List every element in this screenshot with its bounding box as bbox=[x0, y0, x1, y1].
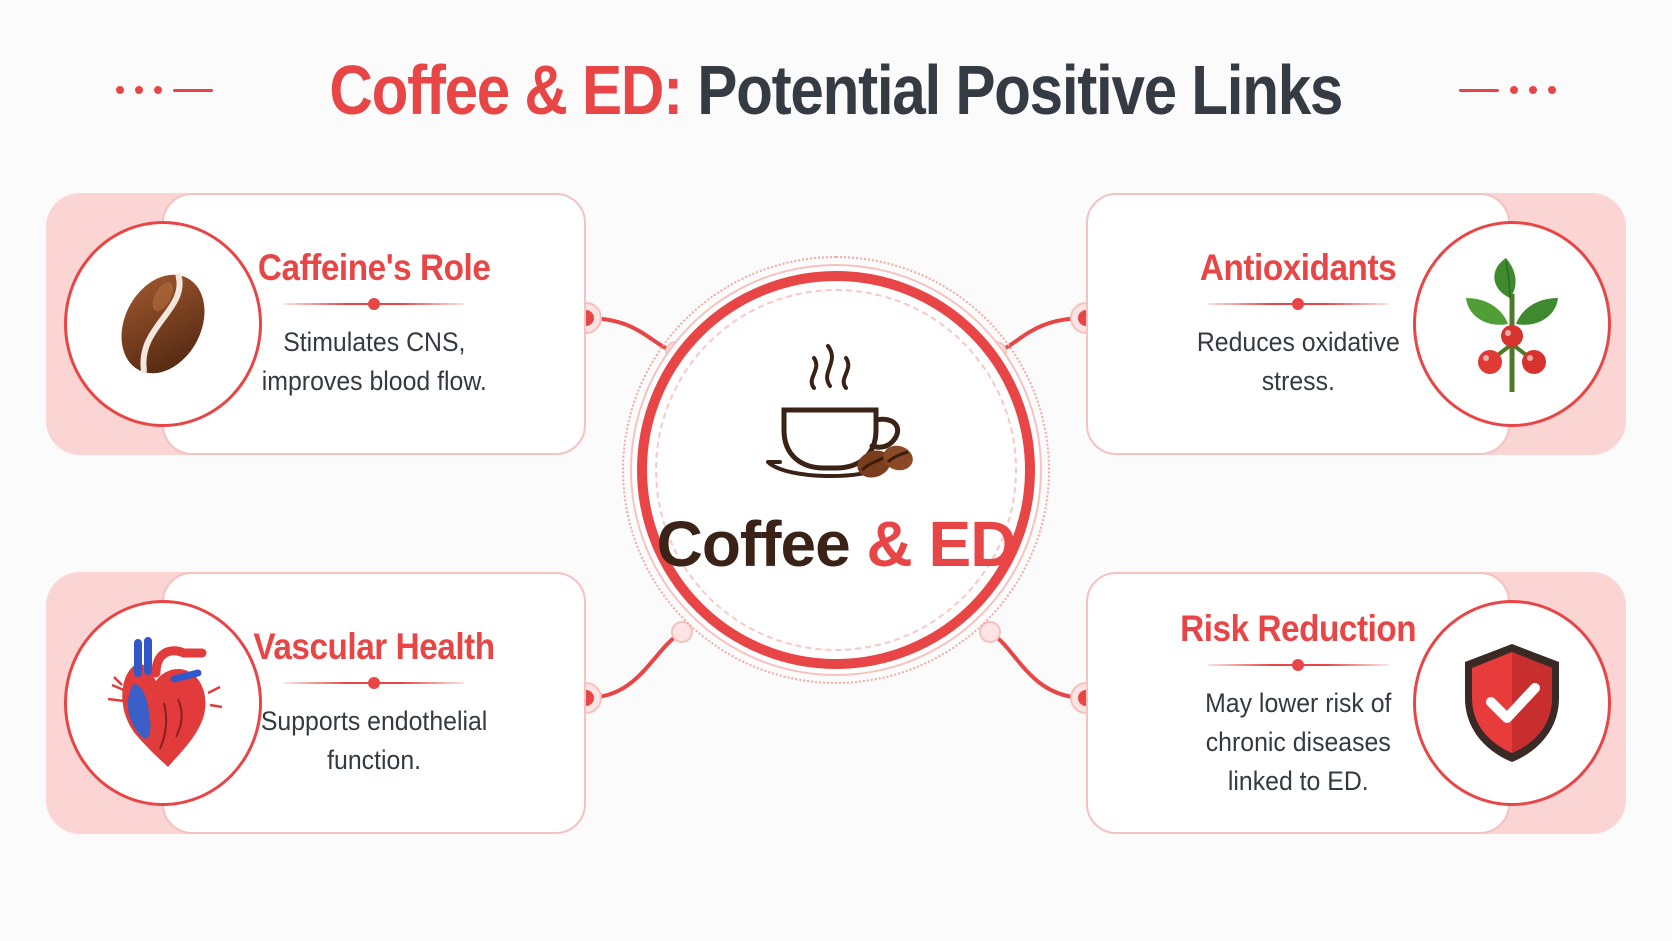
coffee-bean-icon bbox=[121, 272, 205, 374]
title-highlight: Coffee & ED: bbox=[329, 51, 684, 129]
card-risk: Risk Reduction May lower risk of chronic… bbox=[1086, 572, 1626, 834]
card-description: May lower risk of chronic diseases linke… bbox=[1205, 684, 1391, 801]
connector-risk bbox=[988, 630, 1088, 700]
connector-vascular bbox=[584, 630, 684, 700]
shield-check-icon bbox=[1465, 644, 1559, 762]
card-text-line: function. bbox=[327, 745, 421, 775]
title-decoration-left bbox=[116, 86, 214, 94]
coffee-cup-icon bbox=[766, 344, 913, 478]
card-divider bbox=[1208, 297, 1388, 311]
card-heading: Antioxidants bbox=[1199, 247, 1397, 288]
card-description: Reduces oxidative stress. bbox=[1196, 323, 1399, 401]
card-text-line: Reduces oxidative bbox=[1196, 327, 1400, 357]
icon-circle bbox=[64, 221, 262, 427]
card-heading: Caffeine's Role bbox=[257, 247, 491, 288]
card-text-line: linked to ED. bbox=[1227, 766, 1369, 796]
card-antioxidants: Antioxidants Reduces oxidative stress. bbox=[1086, 193, 1626, 455]
card-description: Supports endothelial function. bbox=[261, 702, 487, 780]
hub-outer-dotted-ring bbox=[622, 256, 1050, 684]
card-divider bbox=[284, 297, 464, 311]
card-text-line: improves blood flow. bbox=[261, 366, 487, 396]
icon-circle bbox=[1413, 600, 1611, 806]
icon-circle bbox=[1413, 221, 1611, 427]
card-heading: Risk Reduction bbox=[1179, 608, 1417, 649]
title-rest: Potential Positive Links bbox=[697, 51, 1344, 129]
hub-joint-br bbox=[979, 621, 1001, 643]
card-text-line: May lower risk of bbox=[1204, 688, 1392, 718]
card-text-line: Stimulates CNS, bbox=[282, 327, 466, 357]
card-divider bbox=[284, 676, 464, 690]
heart-icon bbox=[107, 637, 223, 767]
card-text-line: chronic diseases bbox=[1205, 727, 1391, 757]
icon-circle bbox=[64, 600, 262, 806]
hub-inner-ring bbox=[655, 289, 1017, 651]
title-row: Coffee & ED: Potential Positive Links bbox=[0, 45, 1672, 135]
hub-label-ed: & ED bbox=[866, 508, 1017, 580]
hub-joint-bl bbox=[671, 621, 693, 643]
card-vascular: Vascular Health Supports endothelial fun… bbox=[46, 572, 586, 834]
card-description: Stimulates CNS, improves blood flow. bbox=[261, 323, 486, 401]
page-title: Coffee & ED: Potential Positive Links bbox=[330, 55, 1344, 125]
card-caffeine: Caffeine's Role Stimulates CNS, improves… bbox=[46, 193, 586, 455]
card-heading: Vascular Health bbox=[253, 626, 495, 667]
hub-label: Coffee & ED bbox=[637, 512, 1035, 576]
card-text-line: Supports endothelial bbox=[260, 706, 488, 736]
coffee-plant-icon bbox=[1466, 258, 1558, 392]
hub-label-coffee: Coffee bbox=[656, 508, 851, 580]
title-decoration-right bbox=[1458, 86, 1556, 94]
card-text-line: stress. bbox=[1261, 366, 1335, 396]
card-divider bbox=[1208, 658, 1388, 672]
